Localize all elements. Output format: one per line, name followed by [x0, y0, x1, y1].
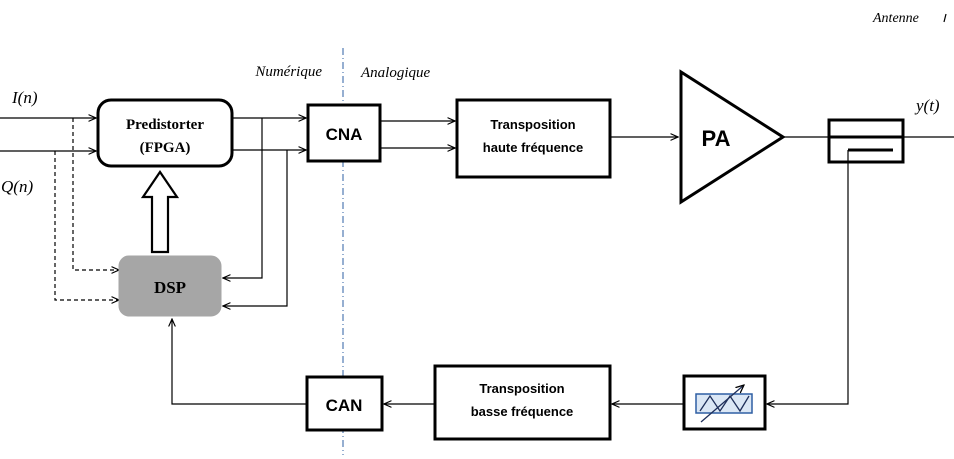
can-to-dsp-wire: [172, 319, 307, 405]
attenuator-variable-arrow: [700, 385, 744, 423]
digital-label: Numérique: [254, 64, 322, 80]
pd-output-q-tap: [223, 150, 288, 306]
output-y-label: y(t): [914, 96, 940, 115]
upconverter-block: [455, 98, 612, 179]
input-i-label: I(n): [11, 88, 38, 107]
predistorter-label-line1: Predistorter: [126, 117, 204, 133]
predistorter-label-line2: (FPGA): [140, 140, 191, 156]
upconverter-label-line1: Transposition: [490, 117, 575, 132]
input-q-label: Q(n): [1, 177, 33, 196]
downconverter-label-line1: Transposition: [479, 381, 564, 396]
downconverter-label-line2: basse fréquence: [471, 404, 574, 419]
antenna-mark: [943, 13, 947, 23]
predistorter-block: [96, 98, 234, 168]
pa-label: PA: [702, 126, 731, 151]
pa-amplifier: [679, 69, 786, 205]
analog-label: Analogique: [360, 65, 430, 81]
downconverter-block: [433, 364, 612, 441]
dsp-label: DSP: [154, 278, 186, 297]
dsp-block: [118, 255, 222, 317]
coupler-feedback-wire: [767, 150, 849, 404]
cna-label: CNA: [326, 125, 363, 144]
upconverter-label-line2: haute fréquence: [483, 140, 583, 155]
input-q-tap: [54, 151, 119, 300]
can-label: CAN: [326, 396, 363, 415]
coupler: [827, 118, 905, 164]
pd-output-i-tap: [223, 118, 263, 278]
antenna-label: Antenne: [872, 11, 919, 26]
dsp-to-predistorter-arrow: [140, 170, 180, 254]
attenuator-zigzag: [699, 394, 750, 413]
input-i-tap: [72, 118, 119, 270]
cna-block: [306, 103, 382, 163]
